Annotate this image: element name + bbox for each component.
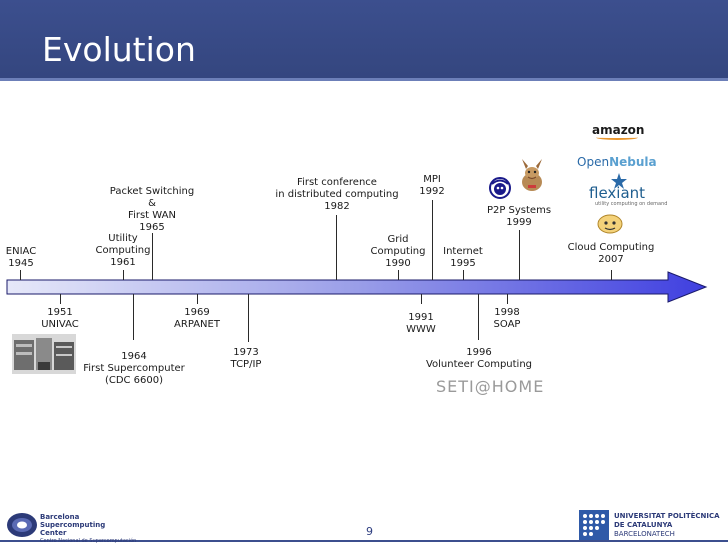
napster-logo-icon <box>489 177 511 199</box>
flexiant-logo: flexiant <box>589 184 645 202</box>
tick-eniac <box>20 270 21 280</box>
page-number: 9 <box>366 525 373 538</box>
tick-p2p <box>519 230 520 280</box>
tick-tcpip <box>248 294 249 342</box>
tick-cloud <box>611 270 612 280</box>
tick-supercomputer <box>133 294 134 340</box>
cloud-provider-icon <box>596 212 624 234</box>
tick-soap <box>507 294 508 304</box>
emule-mule-icon <box>517 159 547 193</box>
amazon-logo: amazon <box>592 123 644 137</box>
tick-univac <box>60 294 61 304</box>
tick-mpi <box>432 200 433 280</box>
upc-logo-icon <box>579 510 609 540</box>
bsc-name: Barcelona Supercomputing Center Centro N… <box>40 513 136 545</box>
bsc-logo-icon <box>6 512 38 538</box>
opennebula-logo: OpenNebula <box>577 155 657 169</box>
univac-machine-image <box>12 334 76 374</box>
seti-at-home-logo: SETI@HOME <box>436 377 544 396</box>
tick-grid <box>398 270 399 280</box>
tick-arpanet <box>197 294 198 304</box>
flexiant-tagline: utility computing on demand <box>595 201 667 207</box>
tick-utility <box>123 270 124 280</box>
tick-www <box>421 294 422 304</box>
tick-internet <box>463 270 464 280</box>
upc-name: UNIVERSITAT POLITÈCNICA DE CATALUNYA BAR… <box>614 512 720 539</box>
tick-conference <box>336 215 337 280</box>
tick-volunteer <box>478 294 479 340</box>
